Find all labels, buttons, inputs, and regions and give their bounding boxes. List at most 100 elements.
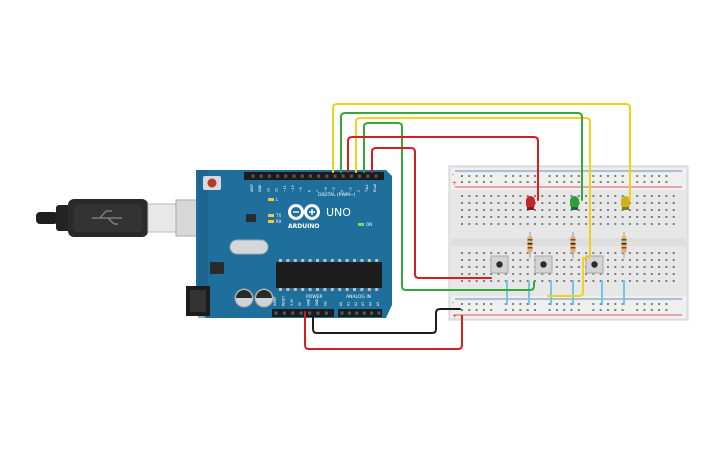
breadboard-hole[interactable] — [519, 223, 522, 225]
breadboard-hole[interactable] — [592, 195, 595, 197]
breadboard-hole[interactable] — [628, 252, 631, 254]
rail-hole[interactable] — [512, 309, 515, 311]
rail-hole[interactable] — [490, 309, 493, 311]
rail-hole[interactable] — [475, 181, 478, 183]
breadboard-hole[interactable] — [555, 266, 558, 268]
rail-hole[interactable] — [548, 181, 551, 183]
breadboard-hole[interactable] — [512, 216, 515, 218]
rail-hole[interactable] — [650, 303, 653, 305]
rail-hole[interactable] — [490, 303, 493, 305]
led-yellow[interactable] — [621, 196, 630, 210]
breadboard-hole[interactable] — [592, 216, 595, 218]
header-hole[interactable] — [299, 311, 303, 315]
breadboard-hole[interactable] — [585, 195, 588, 197]
wire-yellow-2[interactable] — [355, 117, 591, 297]
header-hole[interactable] — [366, 174, 370, 178]
breadboard-hole[interactable] — [512, 195, 515, 197]
breadboard-hole[interactable] — [665, 223, 668, 225]
breadboard-hole[interactable] — [614, 266, 617, 268]
breadboard-hole[interactable] — [614, 223, 617, 225]
breadboard-hole[interactable] — [592, 202, 595, 204]
rail-hole[interactable] — [577, 303, 580, 305]
rail-hole[interactable] — [636, 175, 639, 177]
breadboard-hole[interactable] — [570, 195, 573, 197]
header-hole[interactable] — [362, 311, 366, 315]
led-green[interactable] — [570, 196, 579, 210]
breadboard-hole[interactable] — [534, 223, 536, 225]
breadboard-hole[interactable] — [607, 223, 609, 225]
pushbutton-1[interactable] — [490, 255, 509, 274]
rail-hole[interactable] — [475, 303, 478, 305]
rail-hole[interactable] — [563, 303, 566, 305]
breadboard-hole[interactable] — [563, 209, 566, 211]
breadboard-hole[interactable] — [548, 216, 551, 218]
breadboard-hole[interactable] — [504, 216, 507, 218]
breadboard-hole[interactable] — [461, 252, 463, 254]
rail-hole[interactable] — [665, 175, 668, 177]
breadboard-hole[interactable] — [628, 209, 631, 211]
rail-hole[interactable] — [526, 181, 529, 183]
rail-hole[interactable] — [490, 181, 493, 183]
breadboard-hole[interactable] — [672, 259, 675, 261]
breadboard-hole[interactable] — [563, 259, 566, 261]
breadboard-hole[interactable] — [497, 280, 500, 282]
rail-hole[interactable] — [599, 309, 602, 311]
breadboard-hole[interactable] — [548, 202, 551, 204]
breadboard-hole[interactable] — [621, 252, 624, 254]
rail-hole[interactable] — [548, 303, 551, 305]
breadboard-hole[interactable] — [468, 280, 471, 282]
rail-hole[interactable] — [621, 175, 624, 177]
rail-hole[interactable] — [482, 175, 485, 177]
breadboard-hole[interactable] — [555, 216, 558, 218]
breadboard-hole[interactable] — [461, 259, 463, 261]
breadboard-hole[interactable] — [504, 209, 507, 211]
breadboard-hole[interactable] — [672, 216, 675, 218]
rail-hole[interactable] — [658, 175, 661, 177]
breadboard-hole[interactable] — [636, 273, 639, 275]
header-hole[interactable] — [316, 311, 320, 315]
breadboard-hole[interactable] — [519, 266, 522, 268]
breadboard-hole[interactable] — [577, 273, 580, 275]
breadboard-hole[interactable] — [570, 266, 573, 268]
breadboard-hole[interactable] — [555, 209, 558, 211]
breadboard-hole[interactable] — [577, 280, 580, 282]
rail-hole[interactable] — [512, 181, 515, 183]
breadboard-hole[interactable] — [548, 209, 551, 211]
breadboard-hole[interactable] — [482, 273, 485, 275]
rail-hole[interactable] — [570, 303, 573, 305]
breadboard-hole[interactable] — [650, 266, 653, 268]
rail-hole[interactable] — [607, 181, 609, 183]
rail-hole[interactable] — [534, 303, 536, 305]
header-hole[interactable] — [282, 311, 286, 315]
rail-hole[interactable] — [534, 309, 536, 311]
breadboard-hole[interactable] — [512, 223, 515, 225]
resistor-1[interactable] — [527, 232, 533, 258]
breadboard-hole[interactable] — [599, 280, 602, 282]
breadboard-hole[interactable] — [490, 202, 493, 204]
rail-hole[interactable] — [643, 175, 646, 177]
breadboard-hole[interactable] — [526, 266, 529, 268]
breadboard-hole[interactable] — [482, 280, 485, 282]
breadboard-hole[interactable] — [482, 252, 485, 254]
breadboard-hole[interactable] — [658, 266, 661, 268]
breadboard-hole[interactable] — [614, 280, 617, 282]
rail-hole[interactable] — [504, 309, 507, 311]
breadboard-hole[interactable] — [534, 216, 536, 218]
breadboard-hole[interactable] — [672, 252, 675, 254]
rail-hole[interactable] — [526, 309, 529, 311]
rail-hole[interactable] — [599, 181, 602, 183]
breadboard-hole[interactable] — [555, 195, 558, 197]
breadboard-hole[interactable] — [643, 266, 646, 268]
rail-hole[interactable] — [563, 309, 566, 311]
breadboard-hole[interactable] — [672, 266, 675, 268]
header-hole[interactable] — [276, 174, 280, 178]
breadboard-hole[interactable] — [665, 252, 668, 254]
breadboard-hole[interactable] — [665, 273, 668, 275]
rail-hole[interactable] — [519, 309, 522, 311]
breadboard-hole[interactable] — [497, 252, 500, 254]
breadboard-hole[interactable] — [461, 202, 463, 204]
header-hole[interactable] — [308, 174, 312, 178]
breadboard-hole[interactable] — [504, 195, 507, 197]
rail-hole[interactable] — [592, 181, 595, 183]
breadboard-hole[interactable] — [563, 223, 566, 225]
